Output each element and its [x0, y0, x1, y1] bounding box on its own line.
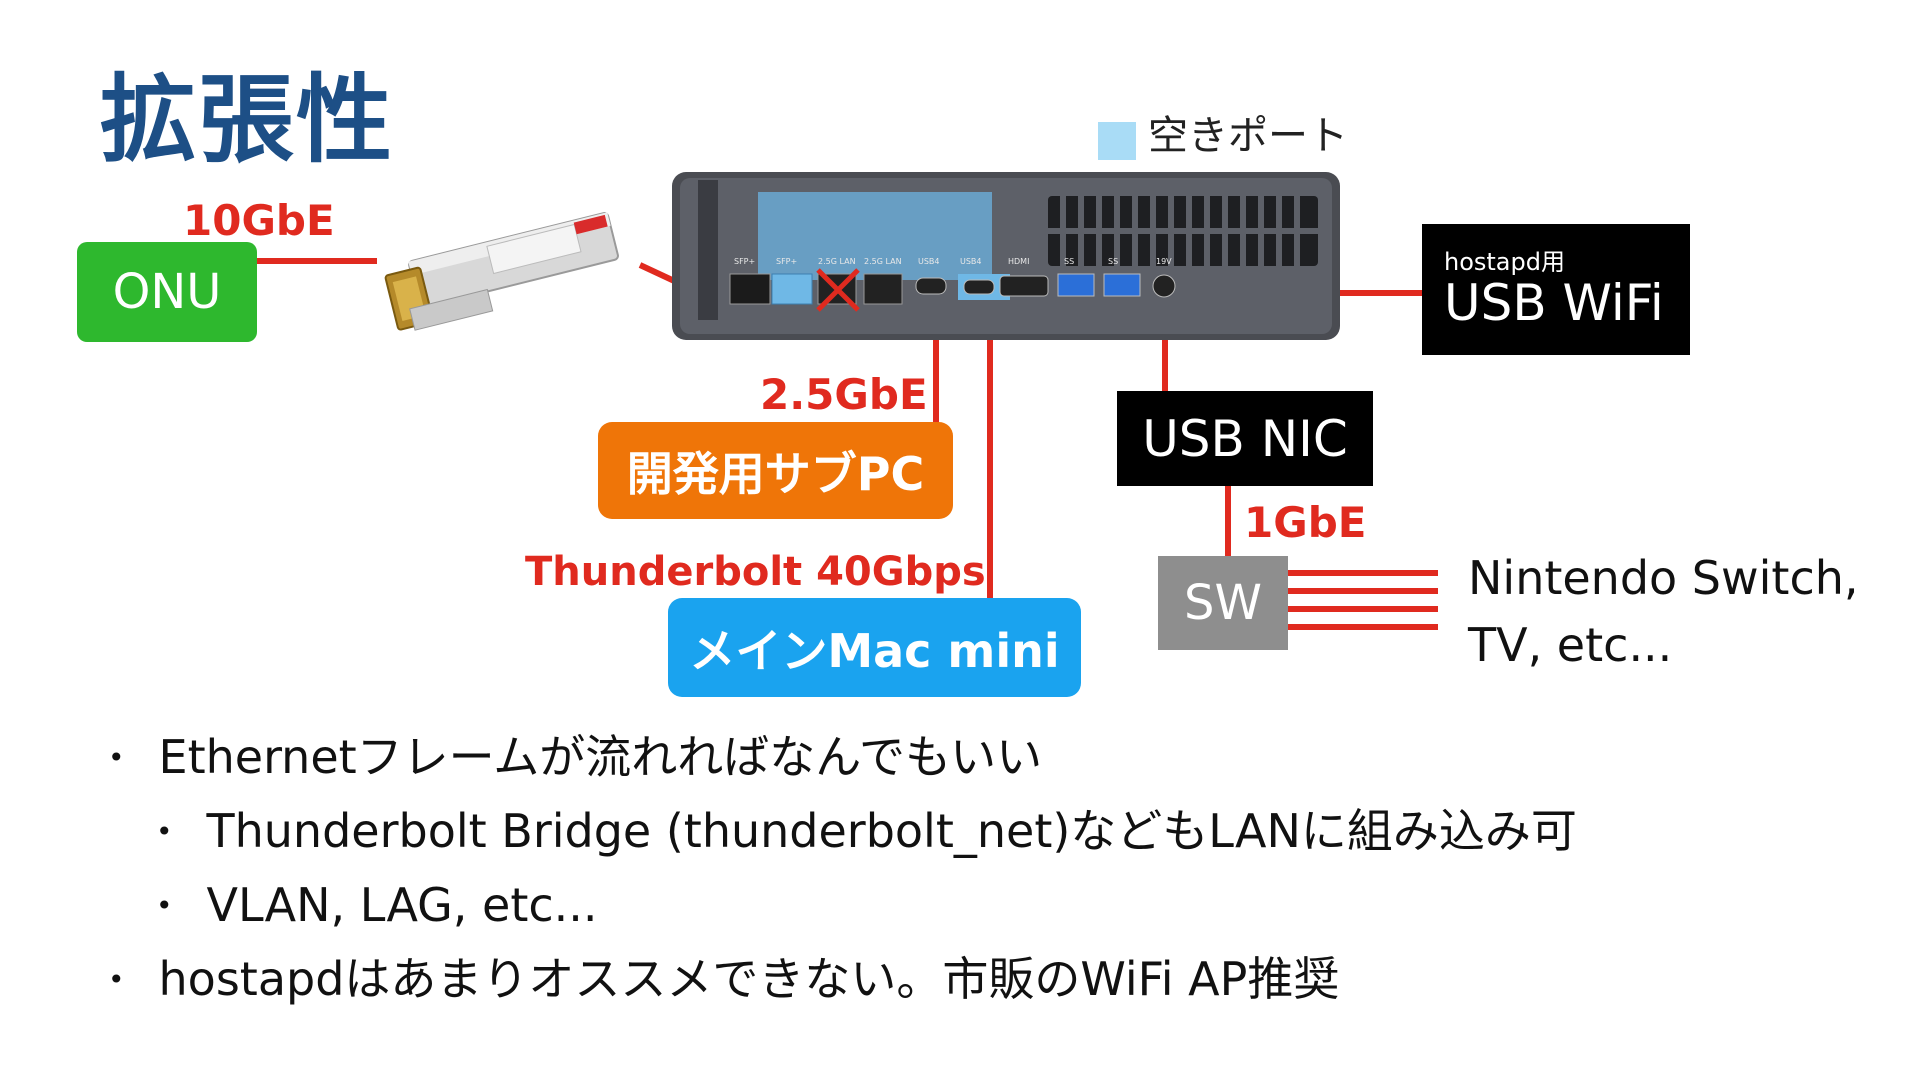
usb-nic-box: USB NIC [1117, 391, 1373, 486]
usb-wifi-box: hostapd用 USB WiFi [1422, 224, 1690, 355]
sw-out-4 [1278, 624, 1438, 630]
svg-text:USB4: USB4 [960, 257, 982, 266]
svg-text:USB4: USB4 [918, 257, 940, 266]
bullet-1-2-text: VLAN, LAG, etc... [206, 878, 598, 932]
bullet-dot: • [108, 963, 125, 996]
link-label-10gbe: 10GbE [183, 196, 335, 245]
bullet-1-1: • Thunderbolt Bridge (thunderbolt_net)など… [156, 808, 1577, 854]
link-sw [1225, 474, 1231, 570]
bullet-1-text: Ethernetフレームが流れればなんでもいい [158, 730, 1043, 784]
sw-out-3 [1278, 606, 1438, 612]
bullet-2: • hostapdはあまりオススメできない。市販のWiFi AP推奨 [108, 956, 1339, 1002]
bullet-dot: • [156, 889, 173, 922]
bullet-dot: • [156, 815, 173, 848]
svg-text:2.5G LAN: 2.5G LAN [864, 257, 902, 266]
svg-text:SFP+: SFP+ [776, 257, 797, 266]
page-title: 拡張性 [100, 64, 394, 176]
devices-line-1: Nintendo Switch, [1468, 551, 1859, 605]
sub-pc-box: 開発用サブPC [598, 422, 953, 519]
bullet-1-2: • VLAN, LAG, etc... [156, 882, 598, 928]
svg-text:19V: 19V [1156, 257, 1172, 266]
svg-text:HDMI: HDMI [1008, 257, 1029, 266]
link-mac [987, 296, 993, 614]
bullet-1-1-text: Thunderbolt Bridge (thunderbolt_net)などもL… [206, 804, 1577, 858]
devices-text: Nintendo Switch, TV, etc... [1468, 545, 1859, 678]
usb-wifi-sublabel: hostapd用 [1444, 247, 1565, 276]
link-usbnic [1162, 296, 1168, 406]
link-label-1gbe: 1GbE [1244, 498, 1367, 547]
svg-text:SS: SS [1064, 257, 1074, 266]
legend-label: 空きポート [1148, 113, 1348, 159]
link-wifi [1260, 290, 1435, 296]
link-subpc [933, 296, 939, 440]
legend-swatch [1098, 122, 1136, 160]
link-label-thunderbolt: Thunderbolt 40Gbps [525, 549, 986, 595]
switch-box: SW [1158, 556, 1288, 650]
sw-out-1 [1278, 570, 1438, 576]
mini-pc-illustration: SFP+ SFP+ 2.5G LAN 2.5G LAN USB4 USB4 HDMI S… [672, 172, 1340, 340]
sfp-module-illustration [384, 212, 619, 331]
bullet-dot: • [108, 741, 125, 774]
svg-text:SS: SS [1108, 257, 1118, 266]
onu-box: ONU [77, 242, 257, 342]
devices-line-2: TV, etc... [1468, 617, 1673, 672]
usb-wifi-label: USB WiFi [1444, 274, 1664, 333]
bullet-2-text: hostapdはあまりオススメできない。市販のWiFi AP推奨 [158, 952, 1340, 1006]
link-onu-sfp [257, 258, 377, 264]
svg-text:2.5G LAN: 2.5G LAN [818, 257, 856, 266]
main-mac-box: メインMac mini [668, 598, 1081, 697]
svg-text:SFP+: SFP+ [734, 257, 755, 266]
link-label-2-5gbe: 2.5GbE [760, 370, 928, 419]
sw-out-2 [1278, 588, 1438, 594]
bullet-1: • Ethernetフレームが流れればなんでもいい [108, 734, 1042, 780]
